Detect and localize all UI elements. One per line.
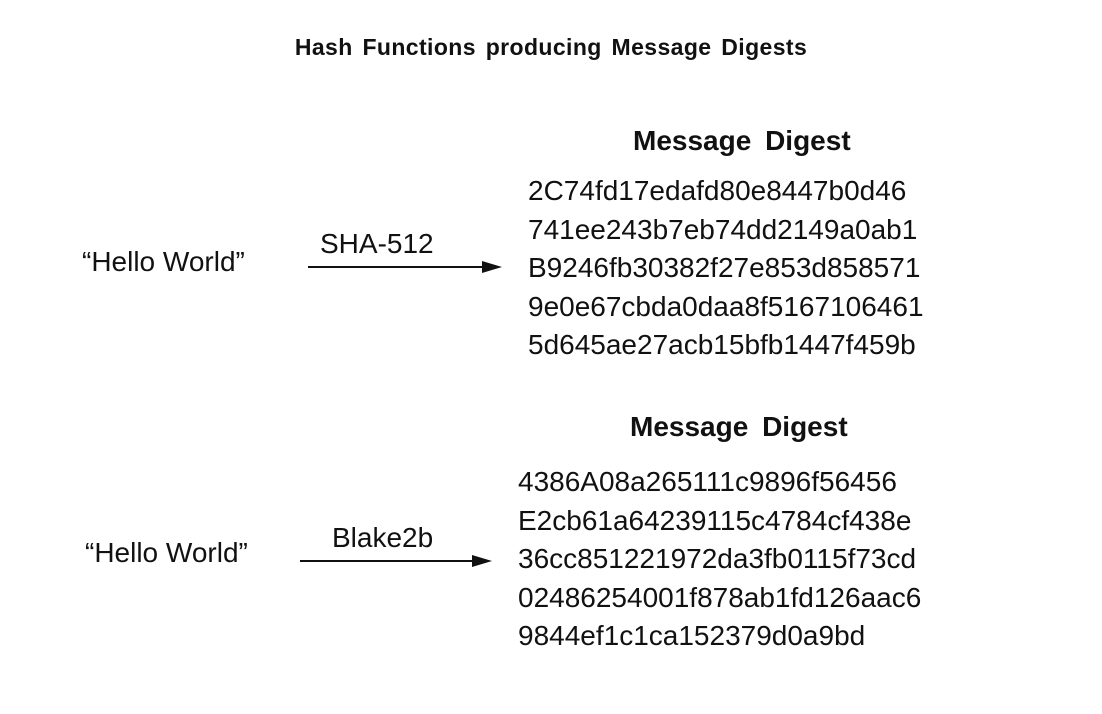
input-text-sha512: “Hello World” — [82, 246, 245, 277]
diagram-title: Hash Functions producing Message Digests — [294, 34, 808, 60]
digest-line: 02486254001f878ab1fd126aac6 — [518, 581, 922, 613]
digest-line: E2cb61a64239115c4784cf438e — [518, 504, 912, 536]
input-text-blake2b: “Hello World” — [85, 537, 248, 568]
digest-line: 2C74fd17edafd80e8447b0d46 — [528, 175, 907, 206]
digest-line: B9246fb30382f27e853d858571 — [528, 252, 921, 283]
digest-line: 5d645ae27acb15bfb1447f459b — [528, 329, 916, 360]
algorithm-label-blake2b: Blake2b — [332, 522, 434, 553]
digest-line: 36cc851221972da3fb0115f73cd — [518, 543, 917, 574]
digest-line: 4386A08a265111c9896f56456 — [518, 466, 897, 497]
algorithm-label-sha512: SHA-512 — [320, 228, 434, 259]
arrow-icon — [300, 555, 492, 567]
digest-heading-blake2b: Message Digest — [630, 411, 848, 442]
digest-line: 9844ef1c1ca152379d0a9bd — [518, 620, 866, 651]
digest-line: 741ee243b7eb74dd2149a0ab1 — [528, 213, 918, 245]
arrow-icon — [308, 261, 502, 273]
digest-heading-sha512: Message Digest — [633, 125, 851, 156]
digest-line: 9e0e67cbda0daa8f5167106461 — [528, 290, 924, 322]
digest-value-blake2b: 4386A08a265111c9896f56456 E2cb61a6423911… — [518, 463, 921, 656]
digest-value-sha512: 2C74fd17edafd80e8447b0d46 741ee243b7eb74… — [528, 172, 924, 365]
